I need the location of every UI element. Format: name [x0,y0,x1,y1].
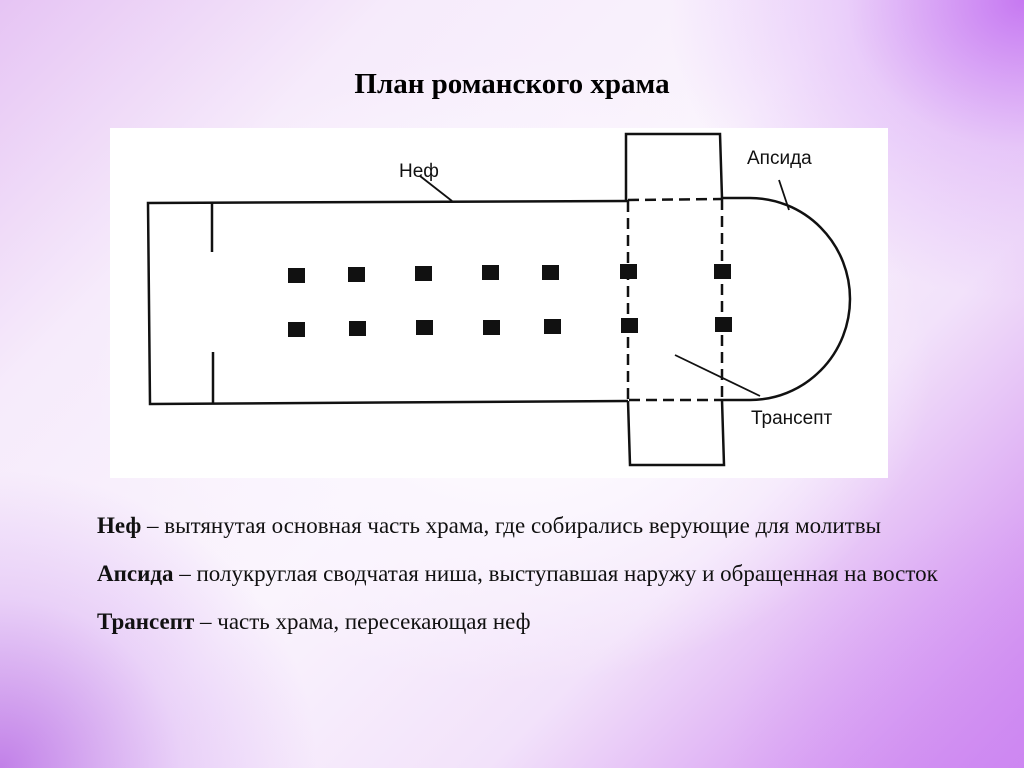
definition-term: Неф [97,513,142,538]
definition-text: вытянутая основная часть храма, где соби… [164,513,882,538]
pillar [542,265,559,280]
definition-dash: – [173,561,197,586]
nave-outline [146,199,629,406]
definition-dash: – [194,609,218,634]
transept-leader-line [674,354,761,397]
pillar [715,317,732,332]
transept-label: Трансепт [751,408,833,429]
definition-apse: Апсида – полукруглая сводчатая ниша, выс… [97,557,977,591]
nave-leader-line [419,175,453,202]
slide-title: План романского храма [354,68,670,100]
pillar [415,266,432,281]
pillar [288,322,305,337]
transept-outline-top [624,132,724,202]
definition-transept: Трансепт – часть храма, пересекающая неф [97,605,977,639]
pillar [482,265,499,280]
pillar [288,268,305,283]
background-corner-bottom-right [724,508,1024,768]
background-corner-bottom-left [0,468,320,768]
nave-label: Неф [399,161,439,182]
definition-term: Трансепт [97,609,195,634]
definition-dash: – [141,513,165,538]
pillar [714,264,731,279]
pillar [544,319,561,334]
definitions-list: Неф – вытянутая основная часть храма, гд… [97,509,977,653]
apse-label: Апсида [747,148,812,169]
pillar [483,320,500,335]
pillar [348,267,365,282]
crossing-dash-top [627,197,723,202]
apse-leader-line [778,179,790,211]
pillar [621,318,638,333]
definition-term: Апсида [97,561,174,586]
pillar [349,321,366,336]
pillar [416,320,433,335]
definition-nave: Неф – вытянутая основная часть храма, гд… [97,509,977,543]
apse-outline [722,196,852,402]
definition-text: часть храма, пересекающая неф [217,609,531,634]
transept-outline-bottom [626,399,726,467]
pillar [620,264,637,279]
temple-plan-diagram: Неф Апсида Трансепт [110,128,888,478]
definition-text: полукруглая сводчатая ниша, выступавшая … [196,561,938,586]
